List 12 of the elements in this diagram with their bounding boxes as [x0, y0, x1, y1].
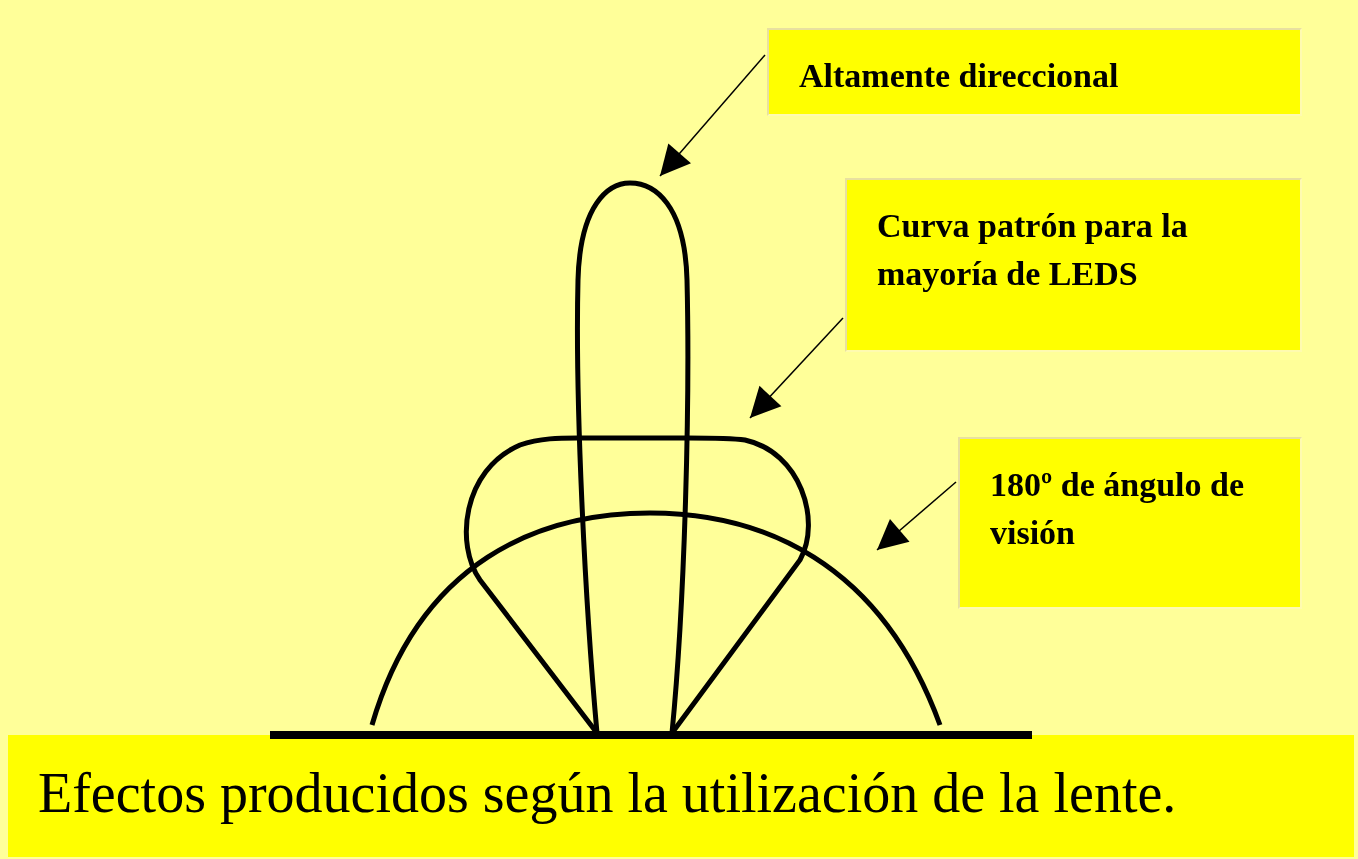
callout-text: 180º de ángulo de visión: [990, 465, 1245, 553]
radiation-pattern-curve: [369, 510, 943, 726]
callout-box: [958, 437, 1302, 609]
callout-box: [767, 28, 1302, 116]
leader-arrow: [876, 481, 957, 551]
leader-arrow: [659, 54, 766, 177]
callout-text: Curva patrón para la mayoría de LEDS: [877, 206, 1189, 294]
caption: Efectos producidos según la utilización de la lente.: [38, 761, 1177, 825]
leader-arrow: [749, 317, 844, 419]
callout-box: [845, 178, 1302, 352]
callout-text: Altamente direccional: [799, 56, 1120, 96]
radiation-pattern-curve: [575, 180, 691, 734]
